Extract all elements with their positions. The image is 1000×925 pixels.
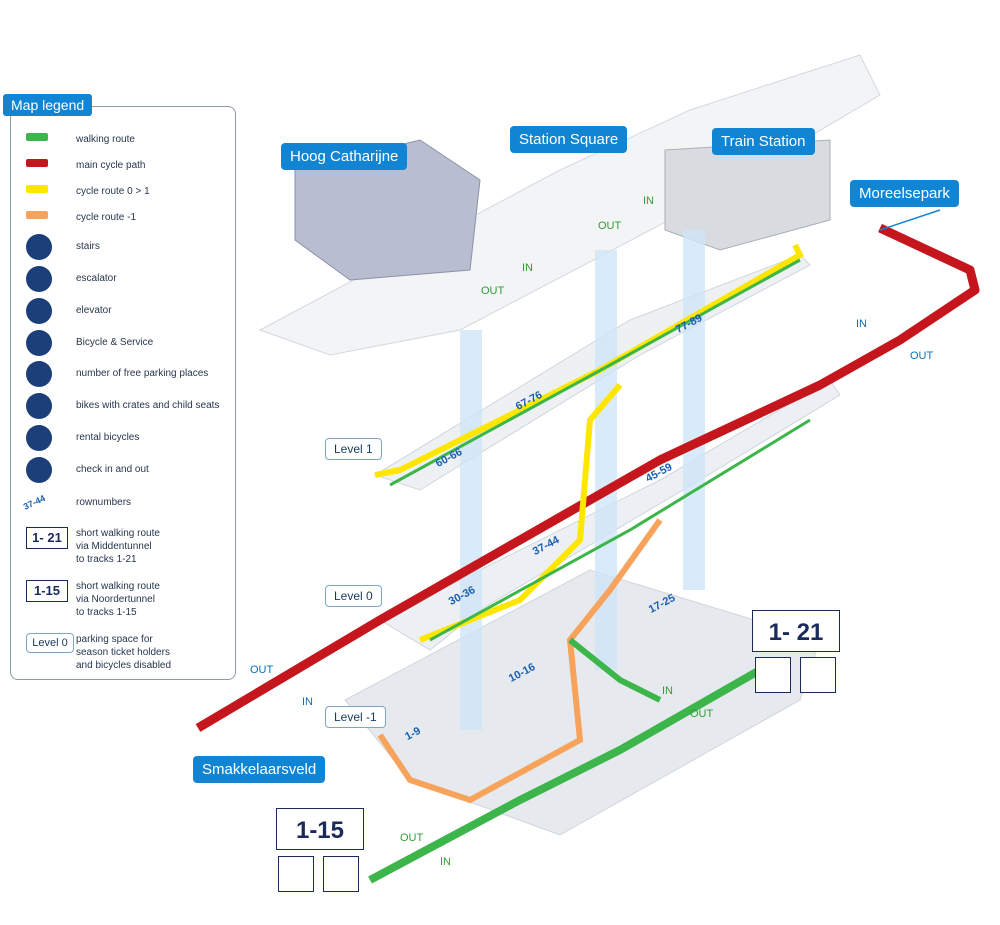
legend-label: number of free parking places bbox=[76, 368, 209, 379]
walking-route bbox=[568, 637, 662, 703]
place-station-square: Station Square bbox=[510, 126, 628, 153]
rental-bike-icon bbox=[26, 425, 52, 451]
elevator-icon bbox=[26, 298, 52, 324]
legend-label: walking route bbox=[76, 134, 135, 145]
legend-label: cycle route 0 > 1 bbox=[76, 186, 150, 197]
check-in-icon bbox=[755, 657, 791, 693]
shaft bbox=[460, 330, 482, 730]
legend-label: check in and out bbox=[76, 464, 149, 475]
legend-swatch bbox=[26, 159, 48, 167]
legend-label: cycle route -1 bbox=[76, 212, 137, 223]
stairs-icon bbox=[26, 234, 52, 260]
shaft bbox=[683, 230, 705, 590]
direction-out: OUT bbox=[400, 832, 424, 844]
level-sample: Level 0 bbox=[26, 633, 74, 653]
walking-route bbox=[429, 418, 811, 642]
direction-in: IN bbox=[643, 195, 654, 207]
cycle-route-minus1 bbox=[377, 518, 663, 804]
track-sign-number: 1- 21 bbox=[768, 619, 824, 646]
direction-in: IN bbox=[302, 696, 313, 708]
direction-out: OUT bbox=[910, 350, 934, 362]
level-0-label: Level 0 bbox=[325, 585, 382, 607]
legend-swatch bbox=[26, 211, 48, 219]
track-sign-sample: 1-15 bbox=[26, 580, 68, 602]
legend-swatch bbox=[26, 133, 48, 141]
direction-out: OUT bbox=[598, 220, 622, 232]
direction-in: IN bbox=[522, 262, 533, 274]
track-sign-noordertunnel: 1-15 bbox=[276, 808, 364, 850]
track-sign-number: 1-15 bbox=[295, 817, 345, 844]
train-icon bbox=[323, 856, 359, 892]
place-moreelsepark: Moreelsepark bbox=[850, 180, 959, 207]
legend-label: rownumbers bbox=[76, 497, 132, 508]
legend-label: main cycle path bbox=[76, 160, 146, 171]
legend-label: Bicycle & Service bbox=[76, 337, 154, 348]
check-in-icon bbox=[278, 856, 314, 892]
legend-label: escalator bbox=[76, 273, 117, 284]
legend-label: bikes with crates and child seats bbox=[76, 400, 220, 411]
direction-in: IN bbox=[856, 318, 867, 330]
level-1-label: Level 1 bbox=[325, 438, 382, 460]
shaft bbox=[595, 250, 617, 670]
direction-in: IN bbox=[440, 856, 451, 868]
legend-label: rental bicycles bbox=[76, 432, 140, 443]
bicycle-service-icon bbox=[26, 330, 52, 356]
direction-out: OUT bbox=[690, 708, 714, 720]
direction-in: IN bbox=[662, 685, 673, 697]
legend-label: elevator bbox=[76, 305, 112, 316]
free-parking-icon bbox=[26, 361, 52, 387]
track-sign-sample: 1- 21 bbox=[26, 527, 68, 549]
place-train-station: Train Station bbox=[712, 128, 815, 155]
direction-out: OUT bbox=[481, 285, 505, 297]
legend-swatch bbox=[26, 185, 48, 193]
crate-bike-icon bbox=[26, 393, 52, 419]
track-sign-middentunnel: 1- 21 bbox=[752, 610, 840, 652]
hoog-catharijne-building bbox=[294, 139, 481, 281]
main-cycle-path bbox=[195, 223, 980, 732]
legend-title: Map legend bbox=[3, 94, 93, 116]
walking-route bbox=[368, 666, 762, 884]
map-legend bbox=[10, 106, 236, 680]
check-in-icon bbox=[26, 457, 52, 483]
direction-out: OUT bbox=[250, 664, 274, 676]
place-smakkelaarsveld: Smakkelaarsveld bbox=[193, 756, 326, 783]
cycle-route-0-1 bbox=[418, 383, 623, 643]
walking-route bbox=[879, 209, 941, 231]
level-minus1-label: Level -1 bbox=[325, 706, 386, 728]
walking-route bbox=[389, 258, 801, 487]
escalator-icon bbox=[26, 266, 52, 292]
legend-label: stairs bbox=[76, 241, 100, 252]
train-icon bbox=[800, 657, 836, 693]
place-hoog-catharijne: Hoog Catharijne bbox=[281, 143, 408, 170]
